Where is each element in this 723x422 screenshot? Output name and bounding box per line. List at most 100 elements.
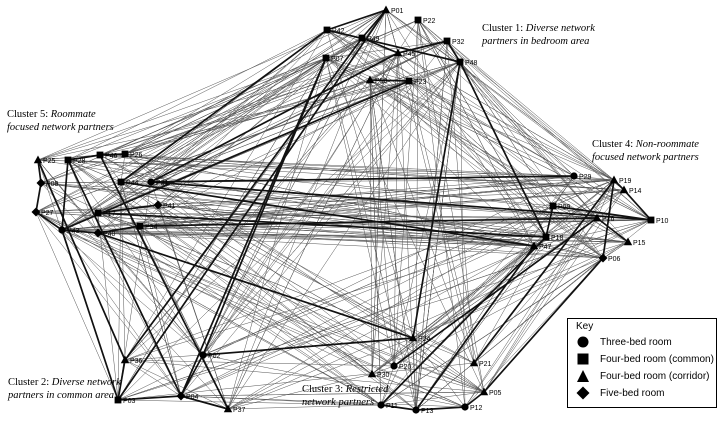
node-label-p06: P06 xyxy=(608,256,621,263)
edge xyxy=(97,212,382,406)
edge xyxy=(139,225,382,406)
edge xyxy=(369,79,604,259)
edge xyxy=(124,29,328,155)
edge xyxy=(227,61,461,410)
edge xyxy=(227,9,387,410)
node-label-p19: P19 xyxy=(619,178,632,185)
node-p10-square-icon xyxy=(647,216,655,224)
edge xyxy=(227,337,414,410)
edge xyxy=(417,19,466,408)
edge xyxy=(385,9,625,191)
node-p16-triangle-icon xyxy=(592,213,602,222)
node-label-p47: P47 xyxy=(539,244,552,251)
legend-title: Key xyxy=(576,321,594,332)
node-label-p22: P22 xyxy=(423,18,436,25)
edge xyxy=(412,236,547,339)
edge xyxy=(124,153,485,393)
edge xyxy=(124,79,371,361)
node-p28-square-icon xyxy=(64,156,72,164)
edge xyxy=(552,205,629,243)
edge xyxy=(397,40,448,54)
node-p01-triangle-icon xyxy=(381,5,391,14)
edge xyxy=(473,179,615,364)
edge xyxy=(35,211,119,401)
node-p13-circle-icon xyxy=(412,406,420,414)
edge xyxy=(459,61,547,238)
cluster-3-desc-line2: network partners xyxy=(302,397,375,408)
edge xyxy=(117,395,182,401)
node-label-p31: P31 xyxy=(156,180,169,187)
edge xyxy=(37,159,547,238)
cluster-5-desc: Roommate xyxy=(50,109,96,120)
edge xyxy=(67,154,101,161)
edge xyxy=(37,9,387,161)
edge xyxy=(124,359,182,397)
edge xyxy=(61,175,575,231)
edge xyxy=(326,9,387,31)
edge xyxy=(99,154,575,177)
edge xyxy=(35,211,99,214)
edge xyxy=(326,29,575,177)
node-p49-square-icon xyxy=(358,34,366,42)
node-p03-square-icon xyxy=(114,396,122,404)
edge xyxy=(124,57,327,155)
node-label-p07: P07 xyxy=(331,56,344,63)
edge xyxy=(533,219,652,247)
edge xyxy=(35,211,382,406)
edge xyxy=(325,57,535,247)
edge xyxy=(40,182,204,356)
edge xyxy=(326,29,461,63)
edge xyxy=(417,19,598,219)
node-label-p02: P02 xyxy=(208,353,221,360)
edge xyxy=(124,359,395,367)
node-label-p40: P40 xyxy=(103,231,116,238)
edge xyxy=(380,175,575,406)
edge xyxy=(97,40,448,214)
edge xyxy=(446,40,598,219)
node-p04-diamond-icon xyxy=(176,391,186,401)
edge xyxy=(120,153,126,183)
edge xyxy=(97,212,119,401)
node-label-p16: P16 xyxy=(602,216,615,223)
edge xyxy=(227,236,547,410)
edge xyxy=(117,61,461,401)
node-p14-triangle-icon xyxy=(619,185,629,194)
node-label-p45: P45 xyxy=(403,51,416,58)
edge xyxy=(202,354,466,408)
edge xyxy=(227,52,399,410)
cluster-3-desc: Restricted xyxy=(345,384,389,395)
edge xyxy=(473,236,547,364)
node-label-p11: P11 xyxy=(386,403,398,410)
edge xyxy=(412,337,466,408)
edge xyxy=(67,159,554,207)
circle-icon xyxy=(577,336,589,348)
edge xyxy=(120,181,395,367)
edge xyxy=(180,205,554,397)
edge xyxy=(602,179,615,259)
cluster-4-caption: Cluster 4: Non-roommate focused network … xyxy=(592,138,699,164)
edge xyxy=(180,395,229,410)
edge xyxy=(157,204,485,393)
edge xyxy=(369,79,410,82)
edge xyxy=(380,404,417,411)
edge xyxy=(180,189,625,397)
node-label-p43: P43 xyxy=(67,228,80,235)
node-p25-triangle-icon xyxy=(33,155,43,164)
edge xyxy=(412,257,604,339)
node-p21-triangle-icon xyxy=(469,358,479,367)
legend: Key Three-bed room Four-bed room (common… xyxy=(567,318,717,408)
edge xyxy=(117,399,382,406)
node-p11-circle-icon xyxy=(377,401,385,409)
edge xyxy=(459,61,598,219)
node-label-p26: P26 xyxy=(130,152,143,159)
edge xyxy=(371,179,615,375)
node-label-p46: P46 xyxy=(105,153,118,160)
node-p48-square-icon xyxy=(456,58,464,66)
edge xyxy=(37,159,126,361)
edge xyxy=(37,159,99,234)
edge xyxy=(97,175,575,214)
cluster-1-desc: Diverse network xyxy=(525,23,595,34)
edge xyxy=(371,373,466,408)
edge xyxy=(397,52,475,364)
